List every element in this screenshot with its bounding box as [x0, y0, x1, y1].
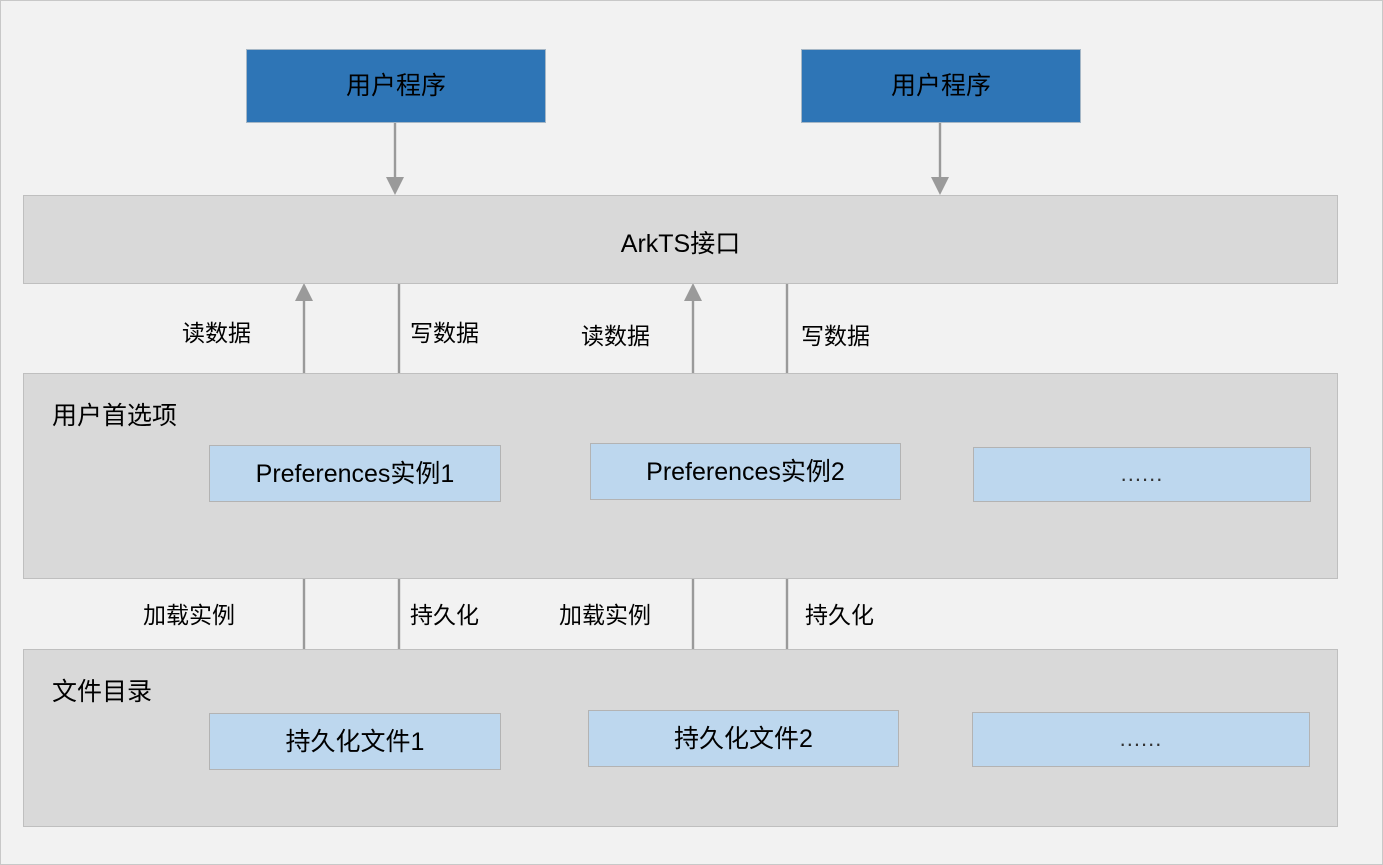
arkts-interface-band[interactable]: ArkTS接口: [23, 195, 1338, 284]
persisted-file-label-2: 持久化文件2: [674, 724, 813, 753]
preferences-instance-box-1[interactable]: Preferences实例1: [209, 445, 501, 502]
user-program-label-1: 用户程序: [345, 72, 446, 100]
edge-label-write-data-2: 写数据: [801, 323, 870, 349]
user-program-label-2: 用户程序: [890, 72, 991, 100]
preferences-instance-label-2: Preferences实例2: [646, 457, 845, 486]
arrow-user2-to-interface: [931, 123, 949, 195]
persisted-file-box-more[interactable]: ......: [972, 712, 1310, 767]
persisted-file-label-more: ......: [1119, 726, 1163, 752]
preferences-instance-box-more[interactable]: ......: [973, 447, 1311, 502]
edge-label-load-instance-1: 加载实例: [143, 602, 235, 628]
arkts-interface-label: ArkTS接口: [620, 230, 741, 258]
preferences-instance-label-more: ......: [1120, 461, 1164, 487]
persisted-file-label-1: 持久化文件1: [285, 727, 425, 756]
edge-label-load-instance-2: 加载实例: [559, 602, 651, 628]
preferences-instance-box-2[interactable]: Preferences实例2: [590, 443, 901, 500]
edge-label-read-data-1: 读数据: [182, 320, 251, 346]
user-preferences-band-title: 用户首选项: [52, 402, 178, 430]
edge-label-read-data-2: 读数据: [581, 323, 650, 349]
arrow-user1-to-interface: [386, 123, 404, 195]
edge-label-write-data-1: 写数据: [410, 320, 479, 346]
edge-label-persist-2: 持久化: [805, 602, 874, 628]
persisted-file-box-1[interactable]: 持久化文件1: [209, 713, 501, 770]
user-program-box-1[interactable]: 用户程序: [246, 49, 546, 123]
user-program-box-2[interactable]: 用户程序: [801, 49, 1081, 123]
preferences-instance-label-1: Preferences实例1: [255, 459, 455, 488]
file-directory-band-title: 文件目录: [52, 678, 153, 706]
persisted-file-box-2[interactable]: 持久化文件2: [588, 710, 899, 767]
edge-label-persist-1: 持久化: [410, 602, 479, 628]
